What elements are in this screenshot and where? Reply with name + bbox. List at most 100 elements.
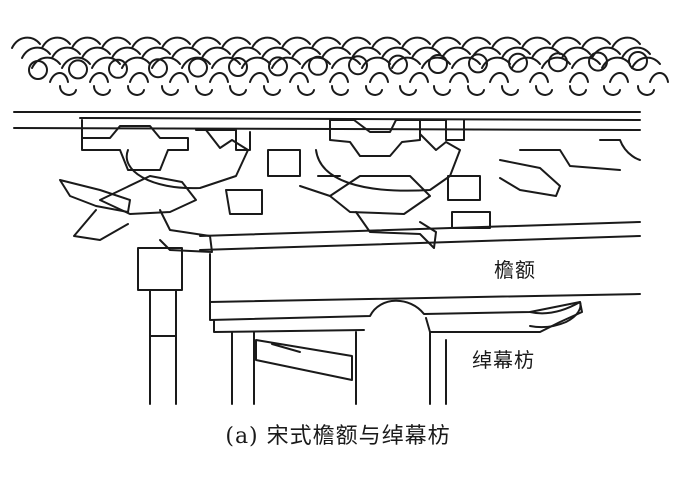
tile-end-disc [28, 60, 48, 80]
tile-drip [49, 72, 69, 83]
roof-tile [61, 56, 91, 69]
columns [149, 331, 447, 405]
roof-tile [461, 36, 491, 49]
tile-drip [449, 72, 469, 83]
tile-end-disc [588, 51, 608, 72]
roof-tile [471, 46, 501, 59]
tile-end-disc [268, 56, 288, 77]
rafters [59, 85, 655, 96]
roof-tile [321, 46, 351, 59]
roof-tile [241, 56, 271, 69]
roof-tile [591, 46, 621, 59]
roof-tile [421, 56, 451, 69]
brace [255, 339, 353, 381]
tile-drip [209, 72, 229, 83]
roof-tile [431, 36, 461, 49]
roof-tile [231, 46, 261, 59]
tile-end-disc [468, 53, 488, 74]
roof-tile [601, 56, 631, 69]
roof-tile [181, 56, 211, 69]
tile-end-disc [188, 57, 208, 78]
figure-caption: (a) 宋式檐额与绰幕枋 [225, 424, 451, 449]
roof-tile [351, 46, 381, 59]
roof-tile [51, 46, 81, 59]
roof-tile [101, 36, 131, 49]
roof-tile [311, 36, 341, 49]
roof-tile [91, 56, 121, 69]
roof-tile [501, 46, 531, 59]
tile-end-disc [348, 55, 368, 76]
column-capital [137, 247, 183, 337]
roof-tile [611, 36, 641, 49]
roof-tile [251, 36, 281, 49]
roof-tile [271, 56, 301, 69]
roof-tile [81, 46, 111, 59]
roof-tile [561, 46, 591, 59]
tile-end-disc [68, 59, 88, 80]
rafter-end [535, 85, 553, 96]
roof-tile [161, 36, 191, 49]
tile-drip [329, 72, 349, 83]
label-eave-architrave: 檐额 [494, 258, 536, 282]
lintel-beam [209, 299, 583, 333]
tile-drip [489, 72, 509, 83]
roof-tile [31, 56, 61, 69]
tile-end-disc [108, 58, 128, 79]
roof-tile [111, 46, 141, 59]
rafter-end [195, 85, 213, 96]
tile-drip [289, 72, 309, 83]
roof-tile [331, 56, 361, 69]
tile-end-disc [508, 52, 528, 73]
roof-tile [381, 46, 411, 59]
roof-tile [631, 56, 661, 69]
roof-tile [121, 56, 151, 69]
rafter-end [229, 85, 247, 96]
roof-tile [171, 46, 201, 59]
rafter-end [297, 85, 315, 96]
roof-tile [291, 46, 321, 59]
tile-drip [169, 72, 189, 83]
roof-tile [581, 36, 611, 49]
lintel-lower [213, 319, 431, 341]
rafter-end [365, 85, 383, 96]
roof-tile [341, 36, 371, 49]
roof-tile [521, 36, 551, 49]
rafter-end [637, 85, 655, 96]
tile-drip [409, 72, 429, 83]
tile-end-disc [148, 58, 168, 79]
rafter-end [603, 85, 621, 96]
tile-drip [249, 72, 269, 83]
roof-tile [141, 46, 171, 59]
tile-drip [89, 72, 109, 83]
roof-tile [441, 46, 471, 59]
rafter-end [467, 85, 485, 96]
tile-drip [569, 72, 589, 83]
tile-drip [129, 72, 149, 83]
roof-tile [531, 46, 561, 59]
roof-tile [71, 36, 101, 49]
roof-tile [411, 46, 441, 59]
tile-drip [529, 72, 549, 83]
label-lintel-beam: 绰幕枋 [472, 348, 535, 372]
roof-tile [131, 36, 161, 49]
rafter-end [433, 85, 451, 96]
roof-tile [281, 36, 311, 49]
rafter-end [569, 85, 587, 96]
tile-end-disc [628, 51, 648, 71]
roof-tile [621, 46, 651, 59]
tile-end-disc [388, 54, 408, 75]
roof-tile [21, 46, 51, 59]
roof-tile [491, 36, 521, 49]
roof-tile [201, 46, 231, 59]
roof-tile [481, 56, 511, 69]
roof-tiles [11, 36, 661, 69]
roof-tile [211, 56, 241, 69]
tile-drip [369, 72, 389, 83]
rafter-end [263, 85, 281, 96]
tile-end-disc [548, 52, 568, 73]
roof-tile [451, 56, 481, 69]
roof-tile [571, 56, 601, 69]
rafter-end [501, 85, 519, 96]
roof-tile [551, 36, 581, 49]
